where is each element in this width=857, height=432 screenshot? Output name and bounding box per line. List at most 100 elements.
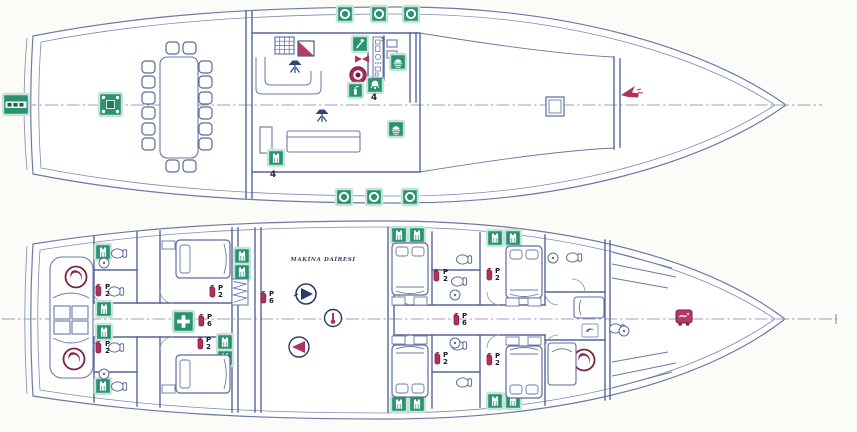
upper-bulkheads <box>245 10 621 199</box>
cabin-bed <box>175 354 231 394</box>
lifebuoy-sign <box>369 4 389 24</box>
lifejacket-sign <box>485 228 505 248</box>
forepeak-berths <box>611 251 677 389</box>
lifebuoy-sign <box>334 187 354 207</box>
cabin-bed <box>505 345 543 399</box>
toilet <box>108 286 125 297</box>
washbasin <box>449 289 461 301</box>
lifejacket-sign <box>232 262 252 282</box>
lifejacket-sign <box>266 148 286 168</box>
dining-chair <box>165 159 180 173</box>
galley-skylight <box>274 36 295 55</box>
emergency-fire-pump-icon <box>675 309 693 327</box>
galley-counter <box>255 57 322 95</box>
smoke-detector-icon <box>572 348 596 372</box>
toilet <box>111 381 128 392</box>
extinguisher-p2-icon <box>95 341 102 354</box>
dining-chair <box>141 60 156 74</box>
extinguisher-p2-icon <box>209 285 216 298</box>
aft-cabin-berths <box>49 256 94 379</box>
dining-chair <box>141 122 156 136</box>
lifejacket-qty-label: 4 <box>270 170 276 180</box>
cabin-bed <box>505 245 543 299</box>
liferaft-sign <box>386 119 406 139</box>
bedside-cabinet <box>527 297 542 307</box>
dining-chair <box>198 75 213 89</box>
lifejacket-sign <box>485 391 505 411</box>
washbasin <box>618 325 630 337</box>
lifejacket-sign <box>389 394 409 414</box>
extinguisher-p2-icon <box>486 268 493 281</box>
toilet <box>456 377 473 388</box>
cabin-bed <box>175 239 231 279</box>
alarm-bell-qty-label: 4 <box>371 93 377 103</box>
lifebuoy-sign <box>401 4 421 24</box>
extinguisher-sign <box>346 81 365 100</box>
lifejacket-sign <box>389 225 409 245</box>
lifejacket-sign <box>94 322 114 342</box>
bedside-cabinet <box>413 296 428 306</box>
crew-bed <box>573 296 605 319</box>
lifejacket-sign <box>503 228 523 248</box>
stern-boarding-sign <box>1 92 31 117</box>
lifebuoy-sign <box>400 187 420 207</box>
fore-cabin-bed <box>547 342 577 386</box>
extinguisher-p2-icon <box>434 352 441 365</box>
dining-chair <box>165 41 180 55</box>
toilet <box>566 252 583 263</box>
lifejacket-sign <box>93 376 113 396</box>
lower-deck-inner-hull <box>37 226 776 414</box>
console-equipment <box>372 36 385 79</box>
bedside-cabinet <box>161 240 176 250</box>
bedside-cabinet <box>505 297 520 307</box>
deck-equipment-marker <box>97 91 124 118</box>
dining-chair <box>198 106 213 120</box>
lifejacket-sign <box>407 394 427 414</box>
lower-stern-rail <box>24 245 28 395</box>
dining-chair <box>198 137 213 151</box>
washbasin <box>547 252 559 264</box>
engine-room-label: MAKİNA DAİRESİ <box>289 256 355 263</box>
alarm-bell-sign <box>365 75 385 95</box>
dining-chair <box>141 91 156 105</box>
liferaft-sign <box>388 52 408 72</box>
upper-deck-plan <box>2 6 822 204</box>
detector-panel-icon <box>581 323 599 338</box>
bedside-cabinet <box>527 336 542 346</box>
dining-chair <box>198 122 213 136</box>
bedside-cabinet <box>413 335 428 345</box>
extinguisher-p6-icon <box>198 314 205 327</box>
dining-chair <box>141 75 156 89</box>
toilet <box>111 248 128 259</box>
cabin-bed <box>391 344 429 398</box>
fire-plan-flag <box>297 40 315 57</box>
bedside-cabinet <box>391 296 406 306</box>
toilet <box>456 254 473 265</box>
fire-hose-sign <box>350 34 370 54</box>
dining-chair <box>141 137 156 151</box>
saloon-bench <box>286 130 361 153</box>
washbasin <box>449 337 461 349</box>
lifebuoy-sign <box>364 187 384 207</box>
upper-deck-bulwark <box>38 13 776 197</box>
extinguisher-p6-icon <box>260 291 267 304</box>
extinguisher-p2-icon <box>486 353 493 366</box>
lifejacket-sign <box>407 225 427 245</box>
lifejacket-sign <box>215 332 235 352</box>
companionway-stairs <box>231 278 249 306</box>
foredeck-hatch <box>545 96 565 117</box>
lifejacket-sign <box>232 246 252 266</box>
bedside-cabinet <box>391 335 406 345</box>
heat-detector-icon <box>323 308 343 328</box>
extinguisher-p2-icon <box>95 284 102 297</box>
fire-pump-icon <box>288 336 310 358</box>
pilot-console <box>386 39 398 48</box>
